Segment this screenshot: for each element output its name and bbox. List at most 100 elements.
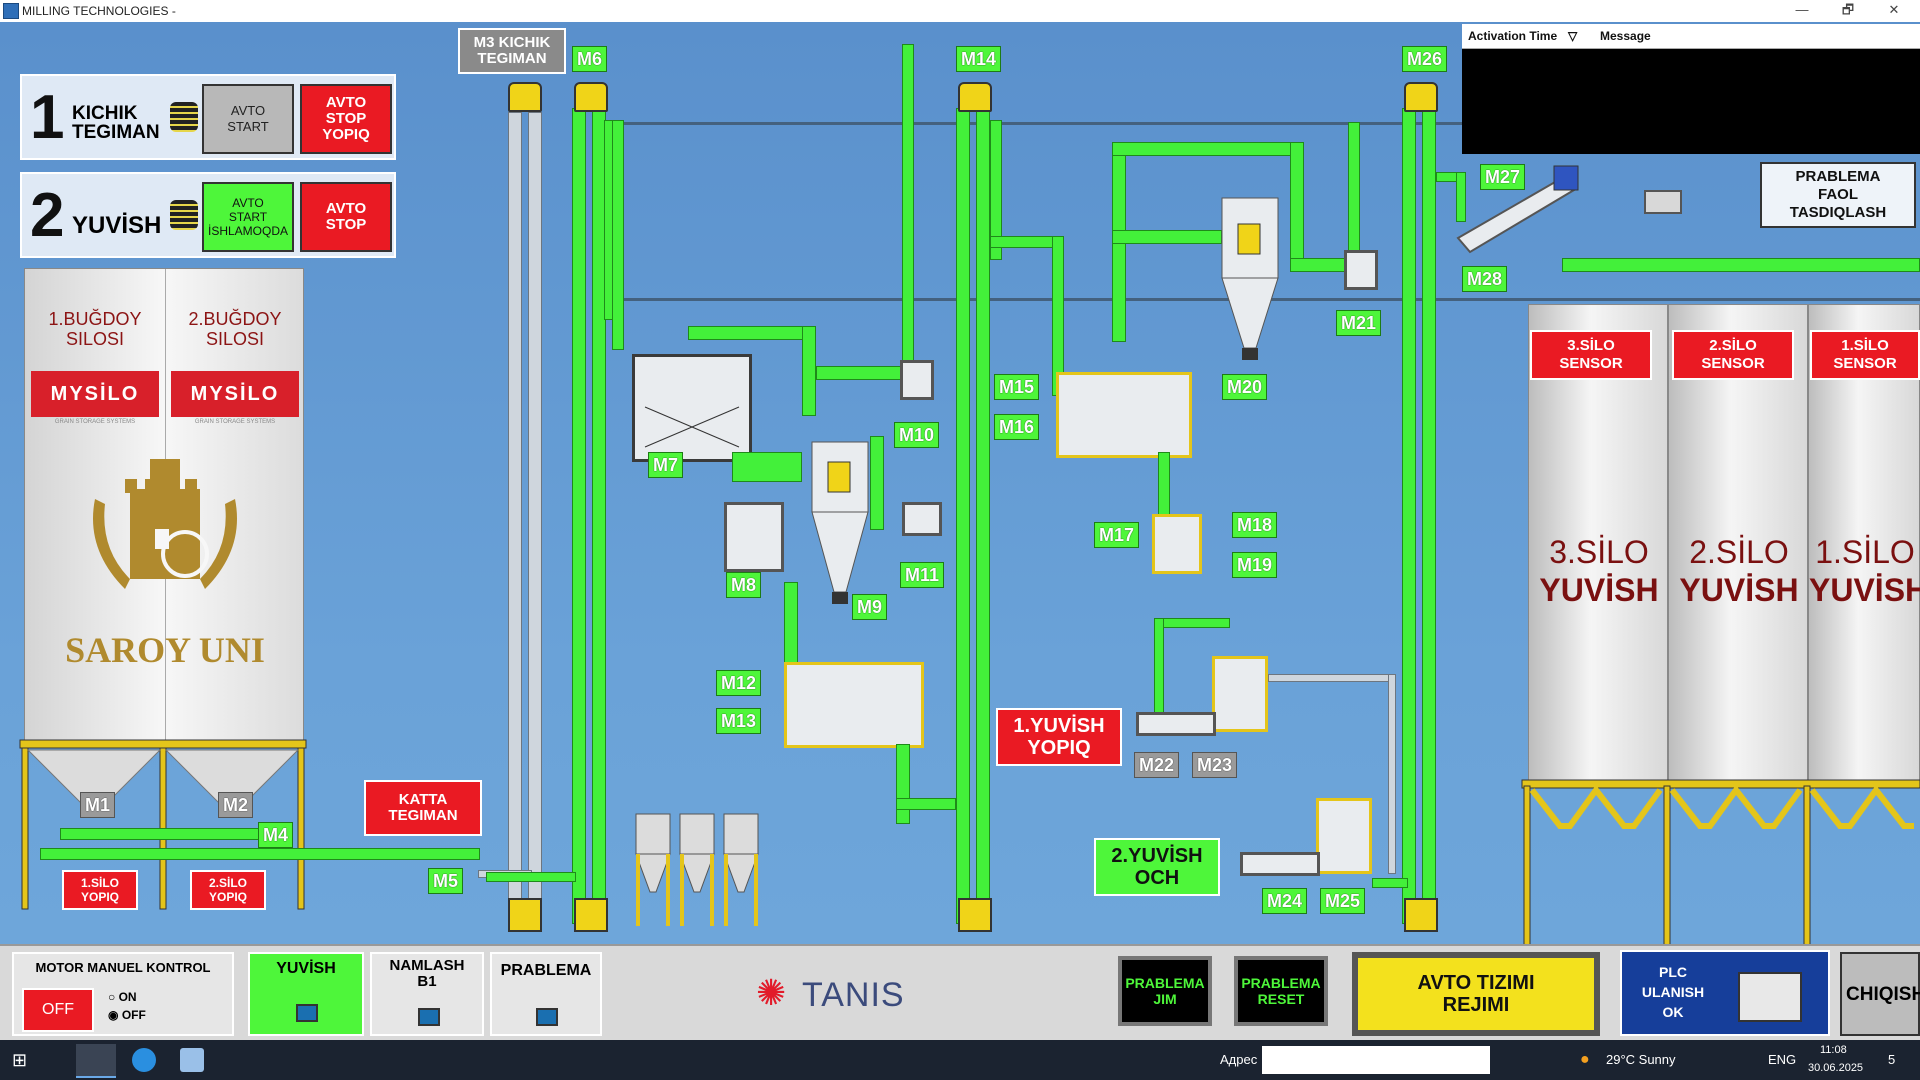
bin-group — [635, 813, 759, 926]
pipe-m17-in — [1158, 452, 1170, 522]
motor-m17[interactable]: M17 — [1094, 522, 1140, 548]
alarm-col-time[interactable]: Activation Time — [1468, 29, 1558, 43]
silo3-sensor[interactable]: 3.SİLO SENSOR — [1530, 330, 1652, 380]
silo-hoppers — [19, 739, 307, 910]
problem-acknowledge-button[interactable]: PRABLEMA FAOL TASDIQLASH — [1760, 162, 1916, 228]
yuvish1-status-button[interactable]: 1.YUVİSH YOPIQ — [996, 708, 1122, 766]
stack-light-icon — [170, 102, 198, 132]
motor-m11[interactable]: M11 — [900, 562, 945, 588]
tab-yuvish[interactable]: YUVİSH — [248, 952, 364, 1036]
katta-tegiman-button[interactable]: KATTA TEGIMAN — [364, 780, 482, 836]
castle-logo-icon — [93, 459, 237, 589]
motor-m2[interactable]: M2 — [218, 792, 254, 818]
silo1-sub: YUVİSH — [1809, 572, 1920, 608]
mysilo-sub-1: GRAIN STORAGE SYSTEMS — [54, 419, 136, 425]
cyclone-m9[interactable] — [806, 432, 874, 622]
silo1-status-button[interactable]: 1.SİLO YOPIQ — [62, 870, 138, 910]
taskbar-edge-icon[interactable] — [132, 1048, 156, 1072]
machine-m17[interactable] — [1152, 514, 1202, 574]
machine-m21[interactable] — [1344, 250, 1378, 290]
motor-off-button[interactable]: OFF — [22, 988, 94, 1032]
exit-button[interactable]: CHIQISH — [1840, 952, 1920, 1036]
restore-button[interactable]: 🗗 — [1841, 2, 1855, 17]
conveyor-m24[interactable] — [1240, 852, 1320, 876]
motor-m23[interactable]: M23 — [1192, 752, 1238, 778]
conveyor-m27[interactable] — [1454, 162, 1588, 262]
minimize-button[interactable]: — — [1795, 2, 1809, 17]
wheat-silo-block: 1.BUĞDOY SILOSI 2.BUĞDOY SILOSI MYSİLO M… — [24, 268, 304, 745]
windows-start-icon[interactable]: ⊞ — [12, 1050, 28, 1070]
motor-m14[interactable]: M14 — [956, 46, 1002, 72]
motor-m13[interactable]: M13 — [716, 708, 762, 734]
motor-m25[interactable]: M25 — [1320, 888, 1366, 914]
sort-icon[interactable]: ▽ — [1568, 29, 1578, 43]
motor-m8[interactable]: M8 — [726, 572, 762, 598]
pipe-m13-to-m14 — [896, 798, 956, 810]
taskbar-app-icon[interactable] — [180, 1048, 204, 1072]
motor-m19[interactable]: M19 — [1232, 552, 1278, 578]
pipe-m21-down — [1290, 142, 1304, 272]
motor-m15[interactable]: M15 — [994, 374, 1040, 400]
machine-m10[interactable] — [900, 360, 934, 400]
language-indicator[interactable]: ENG — [1768, 1052, 1797, 1067]
motor-m1[interactable]: M1 — [80, 792, 116, 818]
motor-m16[interactable]: M16 — [994, 414, 1040, 440]
weather-text[interactable]: 29°C Sunny — [1606, 1052, 1676, 1067]
motor-m4[interactable]: M4 — [258, 822, 294, 848]
motor-m10[interactable]: M10 — [894, 422, 940, 448]
address-input[interactable] — [1262, 1046, 1490, 1074]
motor-m18[interactable]: M18 — [1232, 512, 1278, 538]
silo1-sensor[interactable]: 1.SİLO SENSOR — [1810, 330, 1920, 380]
clock-date[interactable]: 30.06.2025 — [1808, 1062, 1864, 1074]
silo2-status-button[interactable]: 2.SİLO YOPIQ — [190, 870, 266, 910]
taskbar-app-scada-icon[interactable] — [76, 1044, 116, 1078]
dampener-m25[interactable] — [1316, 798, 1372, 874]
prablema-jim-button[interactable]: PRABLEMA JIM — [1118, 956, 1212, 1026]
pipe-m11 — [870, 436, 884, 530]
alarm-col-message[interactable]: Message — [1600, 29, 1651, 43]
motor-m7[interactable]: M7 — [648, 452, 684, 478]
close-button[interactable]: ✕ — [1888, 2, 1900, 17]
tanis-logo-text: TANIS — [802, 976, 905, 1014]
silo2-sensor[interactable]: 2.SİLO SENSOR — [1672, 330, 1794, 380]
dampener-m23[interactable] — [1212, 656, 1268, 732]
motor-m24[interactable]: M24 — [1262, 888, 1308, 914]
conveyor-m5 — [40, 848, 480, 860]
address-label: Адрес — [1220, 1052, 1258, 1067]
avto-tizimi-rejimi-button[interactable]: AVTO TIZIMI REJIMI — [1352, 952, 1600, 1036]
separator-m7[interactable] — [632, 354, 752, 462]
radio-on[interactable]: ○ ON — [108, 990, 137, 1004]
avto-start-button-2[interactable]: AVTO START İSHLAMOQDA — [202, 182, 294, 252]
motor-m27[interactable]: M27 — [1480, 164, 1526, 190]
tab-prablema-label: PRABLEMA — [500, 962, 592, 979]
conveyor-m22[interactable] — [1136, 712, 1216, 736]
cyclone-m20[interactable] — [1216, 188, 1286, 378]
avto-stop-button-2[interactable]: AVTO STOP — [300, 182, 392, 252]
motor-m21[interactable]: M21 — [1336, 310, 1382, 336]
notification-count[interactable]: 5 — [1888, 1052, 1896, 1067]
motor-m9[interactable]: M9 — [852, 594, 888, 620]
alarm-list[interactable]: Activation Time ▽ Message — [1462, 24, 1920, 154]
motor-m6[interactable]: M6 — [572, 46, 608, 72]
avto-stop-button-1[interactable]: AVTO STOP YOPIQ — [300, 84, 392, 154]
tab-prablema[interactable]: PRABLEMA — [490, 952, 602, 1036]
motor-m12[interactable]: M12 — [716, 670, 762, 696]
motor-m26[interactable]: M26 — [1402, 46, 1448, 72]
scourer-m15-m16[interactable] — [1056, 372, 1192, 458]
motor-m20[interactable]: M20 — [1222, 374, 1268, 400]
stack-light-icon — [170, 200, 198, 230]
avto-start-button-1[interactable]: AVTO START — [202, 84, 294, 154]
prablema-reset-button[interactable]: PRABLEMA RESET — [1234, 956, 1328, 1026]
motor-m22[interactable]: M22 — [1134, 752, 1180, 778]
scourer-m12-m13[interactable] — [784, 662, 924, 748]
silo3-name: 3.SİLO — [1549, 534, 1649, 570]
machine-m11[interactable] — [902, 502, 942, 536]
yuvish2-status-button[interactable]: 2.YUVİSH OCH — [1094, 838, 1220, 896]
tab-namlash[interactable]: NAMLASH B1 — [370, 952, 484, 1036]
motor-m28[interactable]: M28 — [1462, 266, 1508, 292]
clock-time[interactable]: 11:08 — [1820, 1044, 1847, 1056]
machine-m8[interactable] — [724, 502, 784, 572]
radio-off[interactable]: ◉ OFF — [108, 1008, 146, 1022]
m3-kichik-tegiman-label[interactable]: M3 KICHIK TEGIMAN — [458, 28, 566, 74]
motor-m5[interactable]: M5 — [428, 868, 464, 894]
